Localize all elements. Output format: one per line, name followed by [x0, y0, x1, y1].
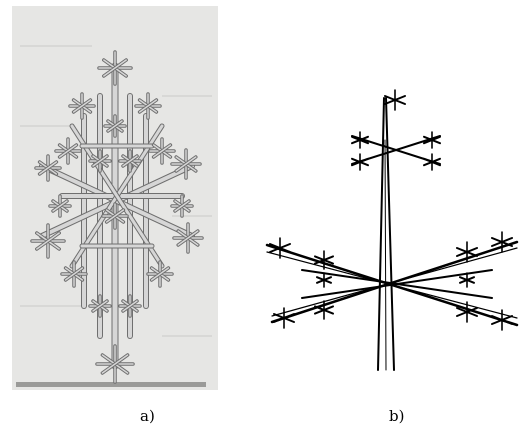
- star-lattice-drawing: [12, 6, 218, 390]
- panel-a-label: a): [140, 407, 155, 425]
- figure-panel-a: [12, 6, 218, 390]
- panel-b-label: b): [389, 407, 405, 425]
- line-crystal-drawing: [265, 89, 519, 371]
- figure-panel-b: [262, 80, 521, 380]
